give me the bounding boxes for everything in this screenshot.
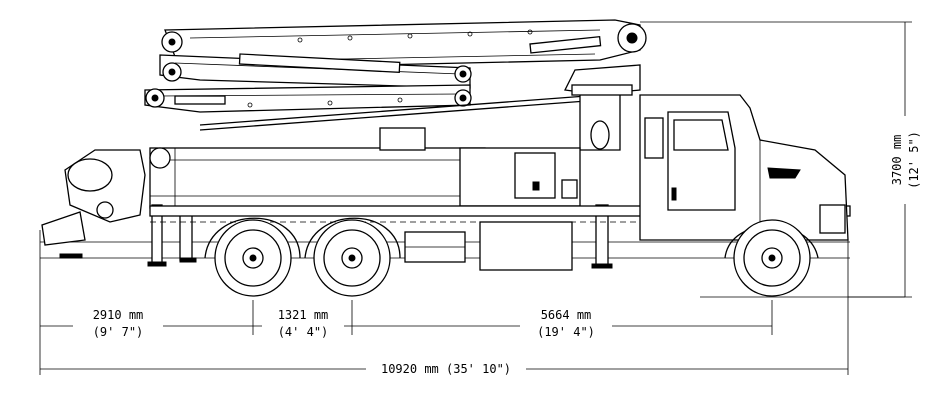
tandem-spacing-imperial: (4' 4"): [278, 325, 329, 339]
wheelbase-metric: 5664 mm: [541, 308, 592, 322]
wheel-rear-1: [214, 219, 292, 297]
pump-body: [41, 127, 613, 271]
boom-assembly: [144, 19, 647, 131]
overall-height-imperial: (12' 5"): [907, 131, 921, 189]
front-overhang-metric: 2910 mm: [93, 308, 144, 322]
wheelbase-imperial: (19' 4"): [537, 325, 595, 339]
wheel-front: [733, 219, 811, 297]
dimension-labels: 2910 mm (9' 7") 1321 mm (4' 4") 5664 mm …: [73, 116, 923, 377]
overall-height-metric: 3700 mm: [890, 135, 904, 186]
front-overhang-imperial: (9' 7"): [93, 325, 144, 339]
turret: [564, 64, 641, 151]
wheel-rear-2: [313, 219, 391, 297]
cab: [639, 94, 849, 241]
tandem-spacing-metric: 1321 mm: [278, 308, 329, 322]
overall-length-label: 10920 mm (35' 10"): [381, 362, 511, 376]
